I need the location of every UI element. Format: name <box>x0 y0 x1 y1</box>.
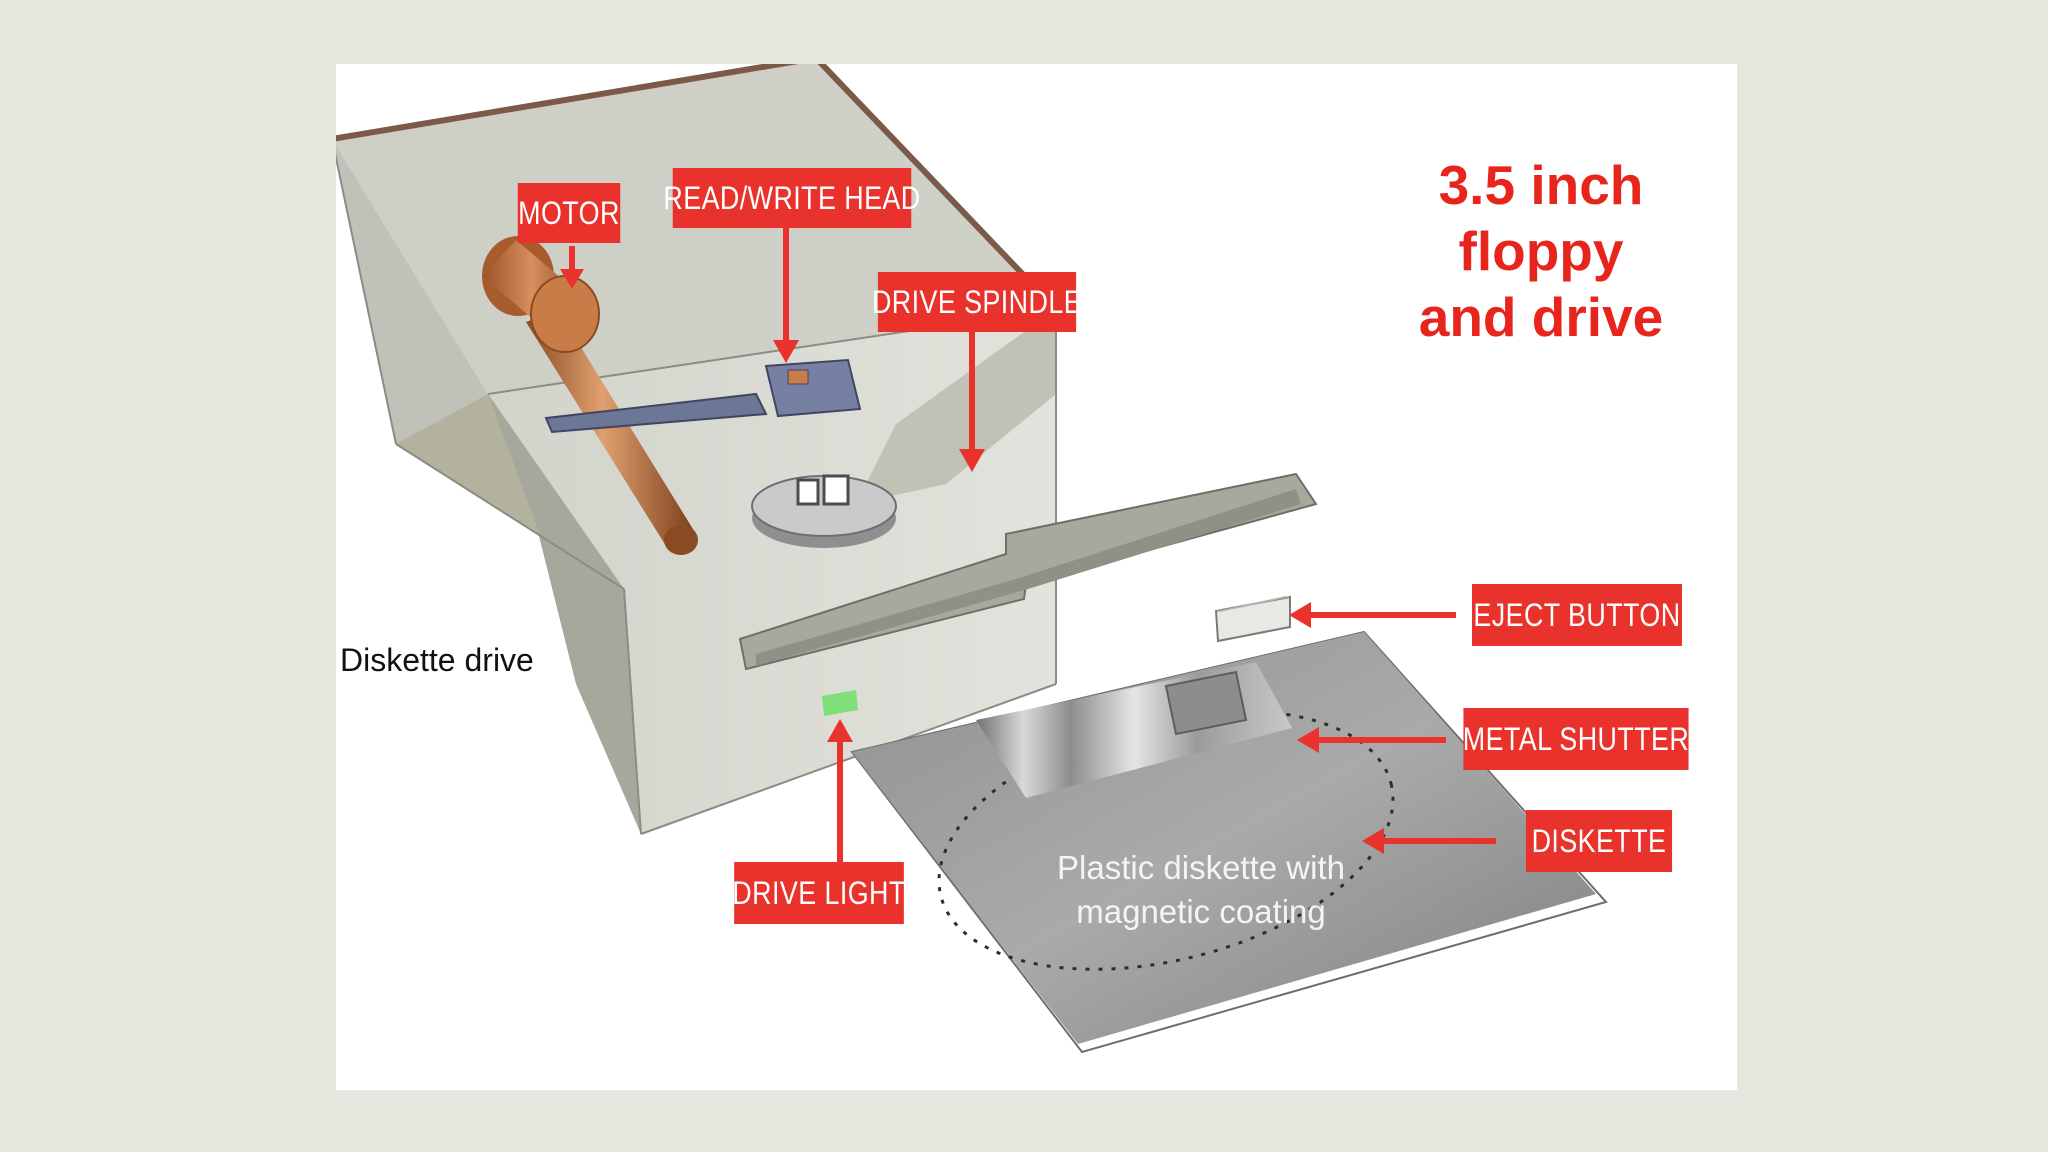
lead-screw-end <box>664 525 698 555</box>
head-arm <box>544 392 768 434</box>
label-motor: MOTOR <box>517 183 621 243</box>
label-eject-button: EJECT BUTTON <box>1472 584 1682 646</box>
enclosure-left-front-edge <box>623 588 642 835</box>
arrow-metal-shutter <box>1297 727 1446 753</box>
drive-spindle <box>751 474 897 548</box>
enclosure-wall-edge <box>395 443 625 590</box>
title-line2: floppy <box>1458 220 1624 282</box>
enclosure-front-curve <box>856 309 1056 504</box>
label-drive-spindle: DRIVE SPINDLE <box>872 272 1082 332</box>
label-drive-light: DRIVE LIGHT <box>732 862 905 924</box>
arrow-read-write-head <box>773 226 799 363</box>
label-read-write-head: READ/WRITE HEAD <box>663 168 920 228</box>
label-diskette: DISKETTE <box>1525 810 1673 872</box>
enclosure-edge-left <box>336 153 397 445</box>
eject-button-graphic <box>1214 595 1291 643</box>
motor-face <box>530 275 600 353</box>
diskette-caption-line1: Plastic diskette with <box>1057 849 1345 886</box>
arrow-motor <box>560 246 584 289</box>
enclosure-left-wall <box>336 145 624 589</box>
title-line1: 3.5 inch <box>1438 154 1644 216</box>
arrow-drive-light <box>827 719 853 864</box>
head-carriage <box>764 358 862 418</box>
drive-light-indicator <box>822 690 858 716</box>
enclosure-front-shadow <box>488 394 641 834</box>
label-arrows <box>560 226 1496 864</box>
eject-button-top <box>1216 596 1290 612</box>
enclosure-top-rim <box>336 64 1059 312</box>
floppy-drive-illustration <box>336 64 1608 1054</box>
label-metal-shutter: METAL SHUTTER <box>1463 708 1689 770</box>
diskette-magnetic-area <box>937 709 1395 971</box>
label-diskette-drive: Diskette drive <box>340 642 534 678</box>
slot-inner <box>756 489 1301 666</box>
read-write-head <box>544 358 862 434</box>
diagram-title: 3.5 inch floppy and drive <box>1391 152 1691 350</box>
diskette-caption-line2: magnetic coating <box>1076 893 1326 930</box>
arrow-diskette <box>1362 828 1496 854</box>
disk-slot <box>738 472 1318 671</box>
spindle-hub-a <box>796 478 820 506</box>
title-line3: and drive <box>1418 286 1664 348</box>
enclosure-bottom-edge <box>640 683 1057 835</box>
shutter-window <box>1164 670 1248 736</box>
head-coil <box>787 369 809 385</box>
arrow-eject-button <box>1289 602 1456 628</box>
diskette-caption: Plastic diskette with magnetic coating <box>996 846 1406 934</box>
spindle-hub-b <box>822 474 850 506</box>
arrow-drive-spindle <box>959 330 985 472</box>
diagram-panel: MOTOR READ/WRITE HEAD DRIVE SPINDLE EJEC… <box>336 64 1737 1090</box>
